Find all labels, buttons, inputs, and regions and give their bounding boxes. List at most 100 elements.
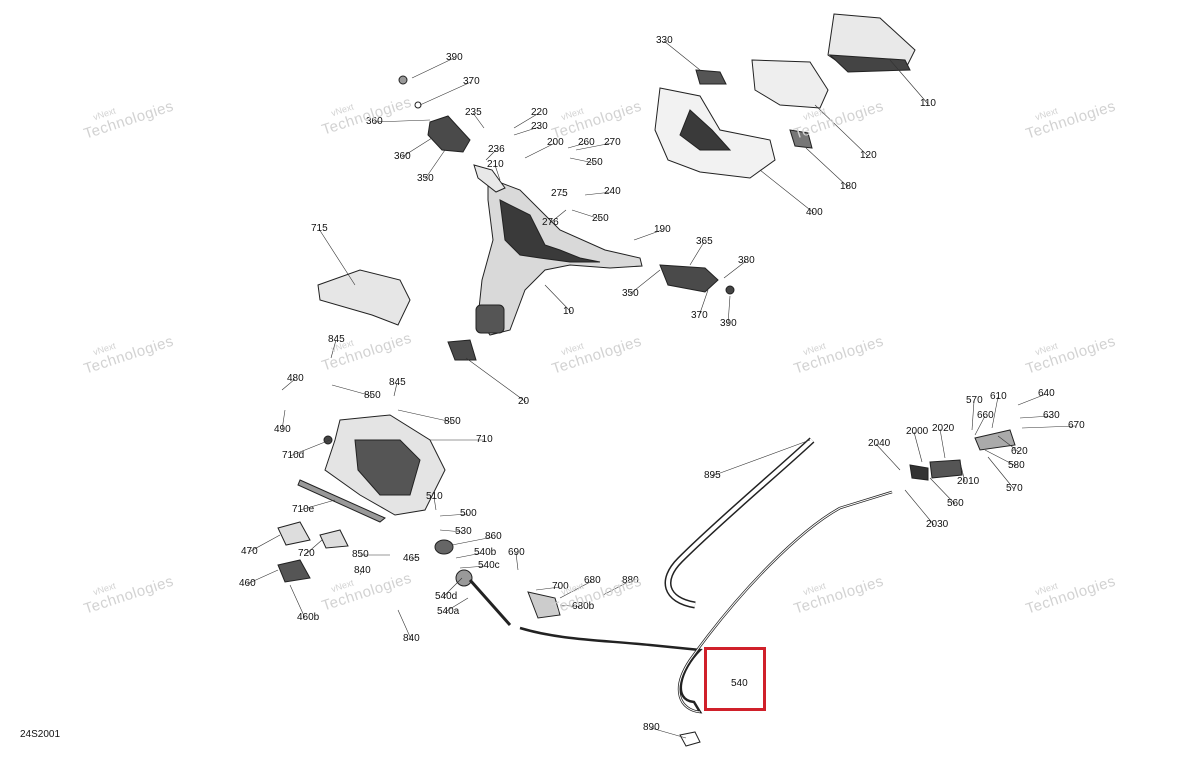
callout-360[interactable]: 360 bbox=[394, 151, 411, 162]
callout-460b[interactable]: 460b bbox=[297, 612, 320, 623]
callout-715[interactable]: 715 bbox=[311, 223, 328, 234]
callout-2000[interactable]: 2000 bbox=[906, 426, 929, 437]
callout-250[interactable]: 250 bbox=[592, 213, 609, 224]
callout-200[interactable]: 200 bbox=[547, 137, 564, 148]
callout-840[interactable]: 840 bbox=[403, 633, 420, 644]
callout-640[interactable]: 640 bbox=[1038, 388, 1055, 399]
callout-235[interactable]: 235 bbox=[465, 107, 482, 118]
callout-880[interactable]: 880 bbox=[622, 575, 639, 586]
callout-220[interactable]: 220 bbox=[531, 107, 548, 118]
callout-540c[interactable]: 540c bbox=[478, 560, 500, 571]
callout-390[interactable]: 390 bbox=[446, 52, 463, 63]
callout-690[interactable]: 690 bbox=[508, 547, 525, 558]
callout-850[interactable]: 850 bbox=[352, 549, 369, 560]
callout-236[interactable]: 236 bbox=[488, 144, 505, 155]
callout-710d[interactable]: 710d bbox=[282, 450, 305, 461]
nut-860 bbox=[434, 539, 454, 555]
callout-190[interactable]: 190 bbox=[654, 224, 671, 235]
callout-240[interactable]: 240 bbox=[604, 186, 621, 197]
callout-840[interactable]: 840 bbox=[354, 565, 371, 576]
callout-470[interactable]: 470 bbox=[241, 546, 258, 557]
callout-710e[interactable]: 710e bbox=[292, 504, 315, 515]
callout-480[interactable]: 480 bbox=[287, 373, 304, 384]
leader-line bbox=[393, 382, 398, 397]
callout-660[interactable]: 660 bbox=[977, 410, 994, 421]
callout-110[interactable]: 110 bbox=[920, 98, 936, 109]
callout-365[interactable]: 365 bbox=[696, 236, 713, 247]
callout-2020[interactable]: 2020 bbox=[932, 423, 955, 434]
callout-850[interactable]: 850 bbox=[364, 390, 381, 401]
callout-350[interactable]: 350 bbox=[417, 173, 434, 184]
callout-720[interactable]: 720 bbox=[298, 548, 315, 559]
callout-370[interactable]: 370 bbox=[463, 76, 480, 87]
leader-line bbox=[472, 112, 485, 129]
leader-line bbox=[373, 119, 431, 123]
callout-890[interactable]: 890 bbox=[643, 722, 660, 733]
callout-370[interactable]: 370 bbox=[691, 310, 708, 321]
callout-490[interactable]: 490 bbox=[274, 424, 291, 435]
leader-line bbox=[559, 580, 593, 599]
callout-580[interactable]: 580 bbox=[1008, 460, 1025, 471]
callout-680b[interactable]: 680b bbox=[572, 601, 595, 612]
callout-210[interactable]: 210 bbox=[487, 159, 504, 170]
clip-330 bbox=[695, 69, 727, 85]
callout-380[interactable]: 380 bbox=[738, 255, 755, 266]
callout-540b[interactable]: 540b bbox=[474, 547, 497, 558]
callout-2030[interactable]: 2030 bbox=[926, 519, 949, 530]
highlight-box[interactable]: 540 bbox=[704, 647, 766, 711]
callout-620[interactable]: 620 bbox=[1011, 446, 1028, 457]
callout-570[interactable]: 570 bbox=[966, 395, 983, 406]
callout-330[interactable]: 330 bbox=[656, 35, 673, 46]
instrument-hood bbox=[751, 59, 829, 109]
callout-250[interactable]: 250 bbox=[586, 157, 603, 168]
leader-line bbox=[602, 580, 631, 596]
callout-540a[interactable]: 540a bbox=[437, 606, 460, 617]
callout-360[interactable]: 360 bbox=[366, 116, 383, 127]
callout-2040[interactable]: 2040 bbox=[868, 438, 891, 449]
callout-460[interactable]: 460 bbox=[239, 578, 256, 589]
callout-270[interactable]: 270 bbox=[604, 137, 621, 148]
callout-400[interactable]: 400 bbox=[806, 207, 823, 218]
leader-line bbox=[433, 496, 437, 511]
callout-530[interactable]: 530 bbox=[455, 526, 472, 537]
leader-line bbox=[723, 260, 747, 279]
callout-845[interactable]: 845 bbox=[389, 377, 406, 388]
callout-500[interactable]: 500 bbox=[460, 508, 477, 519]
callout-680[interactable]: 680 bbox=[584, 575, 601, 586]
column-base bbox=[475, 304, 505, 334]
callout-350[interactable]: 350 bbox=[622, 288, 639, 299]
callout-120[interactable]: 120 bbox=[860, 150, 877, 161]
callout-540d[interactable]: 540d bbox=[435, 591, 458, 602]
callout-276[interactable]: 276 bbox=[542, 217, 559, 228]
leader-line bbox=[465, 357, 527, 403]
callout-610[interactable]: 610 bbox=[990, 391, 1007, 402]
callout-860[interactable]: 860 bbox=[485, 531, 502, 542]
callout-560[interactable]: 560 bbox=[947, 498, 964, 509]
leader-line bbox=[575, 142, 613, 151]
callout-180[interactable]: 180 bbox=[840, 181, 857, 192]
callout-390[interactable]: 390 bbox=[720, 318, 737, 329]
callout-10[interactable]: 10 bbox=[563, 306, 575, 317]
callout-895[interactable]: 895 bbox=[704, 470, 721, 481]
leader-line bbox=[410, 556, 419, 560]
callout-670[interactable]: 670 bbox=[1068, 420, 1085, 431]
callout-465[interactable]: 465 bbox=[403, 553, 420, 564]
cable-end bbox=[468, 579, 512, 626]
callout-260[interactable]: 260 bbox=[578, 137, 595, 148]
leader-line bbox=[1017, 393, 1047, 406]
callout-2010[interactable]: 2010 bbox=[957, 476, 980, 487]
callout-700[interactable]: 700 bbox=[552, 581, 569, 592]
leader-line bbox=[439, 529, 464, 533]
callout-850[interactable]: 850 bbox=[444, 416, 461, 427]
callout-230[interactable]: 230 bbox=[531, 121, 548, 132]
callout-845[interactable]: 845 bbox=[328, 334, 345, 345]
callout-20[interactable]: 20 bbox=[518, 396, 530, 407]
callout-630[interactable]: 630 bbox=[1043, 410, 1060, 421]
callout-570[interactable]: 570 bbox=[1006, 483, 1023, 494]
leader-line bbox=[805, 147, 849, 188]
callout-275[interactable]: 275 bbox=[551, 188, 568, 199]
leader-line bbox=[1019, 415, 1052, 419]
callout-710[interactable]: 710 bbox=[476, 434, 493, 445]
leader-line bbox=[513, 112, 540, 129]
callout-510[interactable]: 510 bbox=[426, 491, 443, 502]
